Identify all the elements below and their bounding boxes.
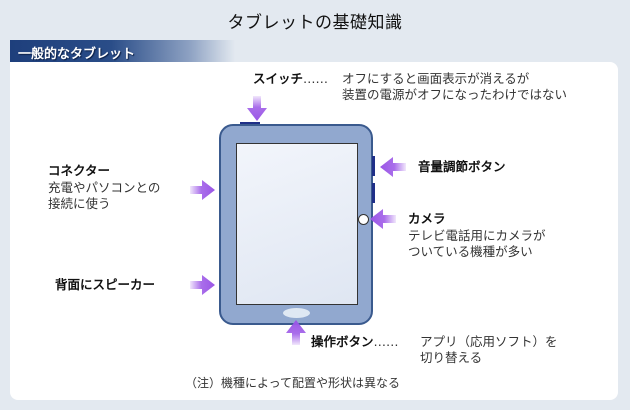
- connector-desc-1: 充電やパソコンとの: [48, 180, 161, 195]
- arrow-down-icon: [247, 96, 267, 121]
- section-title: 一般的なタブレット: [18, 47, 136, 62]
- arrow-left-icon: [380, 157, 406, 177]
- switch-label: スイッチ……: [253, 71, 328, 87]
- home-button: [283, 308, 310, 318]
- tablet-screen: [236, 143, 358, 305]
- section-header: 一般的なタブレット: [10, 40, 235, 62]
- home-desc-2: 切り替える: [420, 350, 483, 365]
- home-name: 操作ボタン: [311, 334, 374, 349]
- camera-lens: [358, 214, 369, 225]
- switch-leader: ……: [303, 71, 329, 86]
- footnote: （注）機種によって配置や形状は異なる: [185, 376, 401, 390]
- diagram-title: タブレットの基礎知識: [227, 13, 403, 33]
- home-label: 操作ボタン……: [311, 334, 399, 350]
- arrow-left-icon: [370, 209, 396, 229]
- switch-name: スイッチ: [253, 71, 304, 86]
- power-switch: [240, 122, 260, 125]
- connector-desc-2: 接続に使う: [48, 196, 111, 211]
- camera-desc-1: テレビ電話用にカメラが: [408, 228, 546, 243]
- switch-desc-1: オフにすると画面表示が消えるが: [342, 71, 530, 86]
- connector-name: コネクター: [48, 163, 111, 178]
- arrow-up-icon: [286, 320, 306, 345]
- volume-down-key: [372, 183, 375, 203]
- speaker-name: 背面にスピーカー: [55, 277, 156, 292]
- switch-desc-2: 装置の電源がオフになったわけではない: [342, 87, 568, 102]
- arrow-right-icon: [190, 275, 215, 295]
- camera-name: カメラ: [408, 211, 446, 226]
- tablet-body: [219, 124, 373, 325]
- home-leader: ……: [373, 334, 399, 349]
- volume-up-key: [372, 156, 375, 176]
- arrow-right-icon: [190, 180, 215, 200]
- home-desc-1: アプリ（応用ソフト）を: [420, 334, 558, 349]
- camera-desc-2: ついている機種が多い: [408, 244, 533, 259]
- volume-name: 音量調節ボタン: [418, 159, 506, 174]
